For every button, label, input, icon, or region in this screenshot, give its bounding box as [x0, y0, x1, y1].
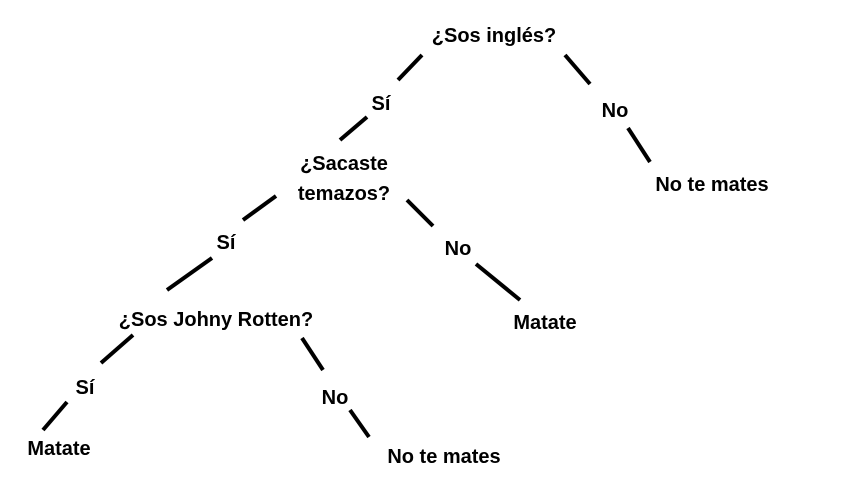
- q3-yes-label: Sí: [75, 377, 95, 399]
- edge-root-to-no-lower: [626, 126, 652, 164]
- root-question: ¿Sos inglés?: [431, 25, 557, 47]
- edge-q2-to-no-lower: [474, 262, 522, 302]
- root-no-outcome: No te mates: [655, 174, 769, 196]
- edge-q2-to-no-upper: [405, 198, 435, 228]
- root-no-label: No: [601, 100, 629, 122]
- edge-q3-to-yes-upper: [99, 333, 135, 365]
- q2-question-line1: ¿Sacaste: [300, 153, 388, 175]
- q2-no-label: No: [444, 238, 472, 260]
- q3-no-label: No: [321, 387, 349, 409]
- q2-question: ¿Sacaste temazos?: [298, 149, 390, 209]
- q2-no-outcome: Matate: [513, 312, 577, 334]
- q3-no-outcome: No te mates: [387, 446, 501, 468]
- root-yes-label: Sí: [371, 93, 391, 115]
- edge-root-to-yes-lower: [338, 115, 369, 142]
- edge-q3-to-no-lower: [348, 408, 371, 439]
- q3-yes-outcome: Matate: [27, 438, 91, 460]
- q2-yes-label: Sí: [216, 232, 236, 254]
- edge-root-to-yes-upper: [396, 53, 424, 82]
- edge-q2-to-yes-lower: [165, 256, 214, 292]
- q3-question: ¿Sos Johny Rotten?: [118, 309, 314, 331]
- edge-root-to-no-upper: [563, 53, 592, 86]
- edge-q3-to-no-upper: [300, 336, 325, 372]
- q2-question-line2: temazos?: [297, 183, 391, 205]
- edge-q3-to-yes-lower: [41, 400, 69, 432]
- edge-q2-to-yes-upper: [241, 194, 278, 222]
